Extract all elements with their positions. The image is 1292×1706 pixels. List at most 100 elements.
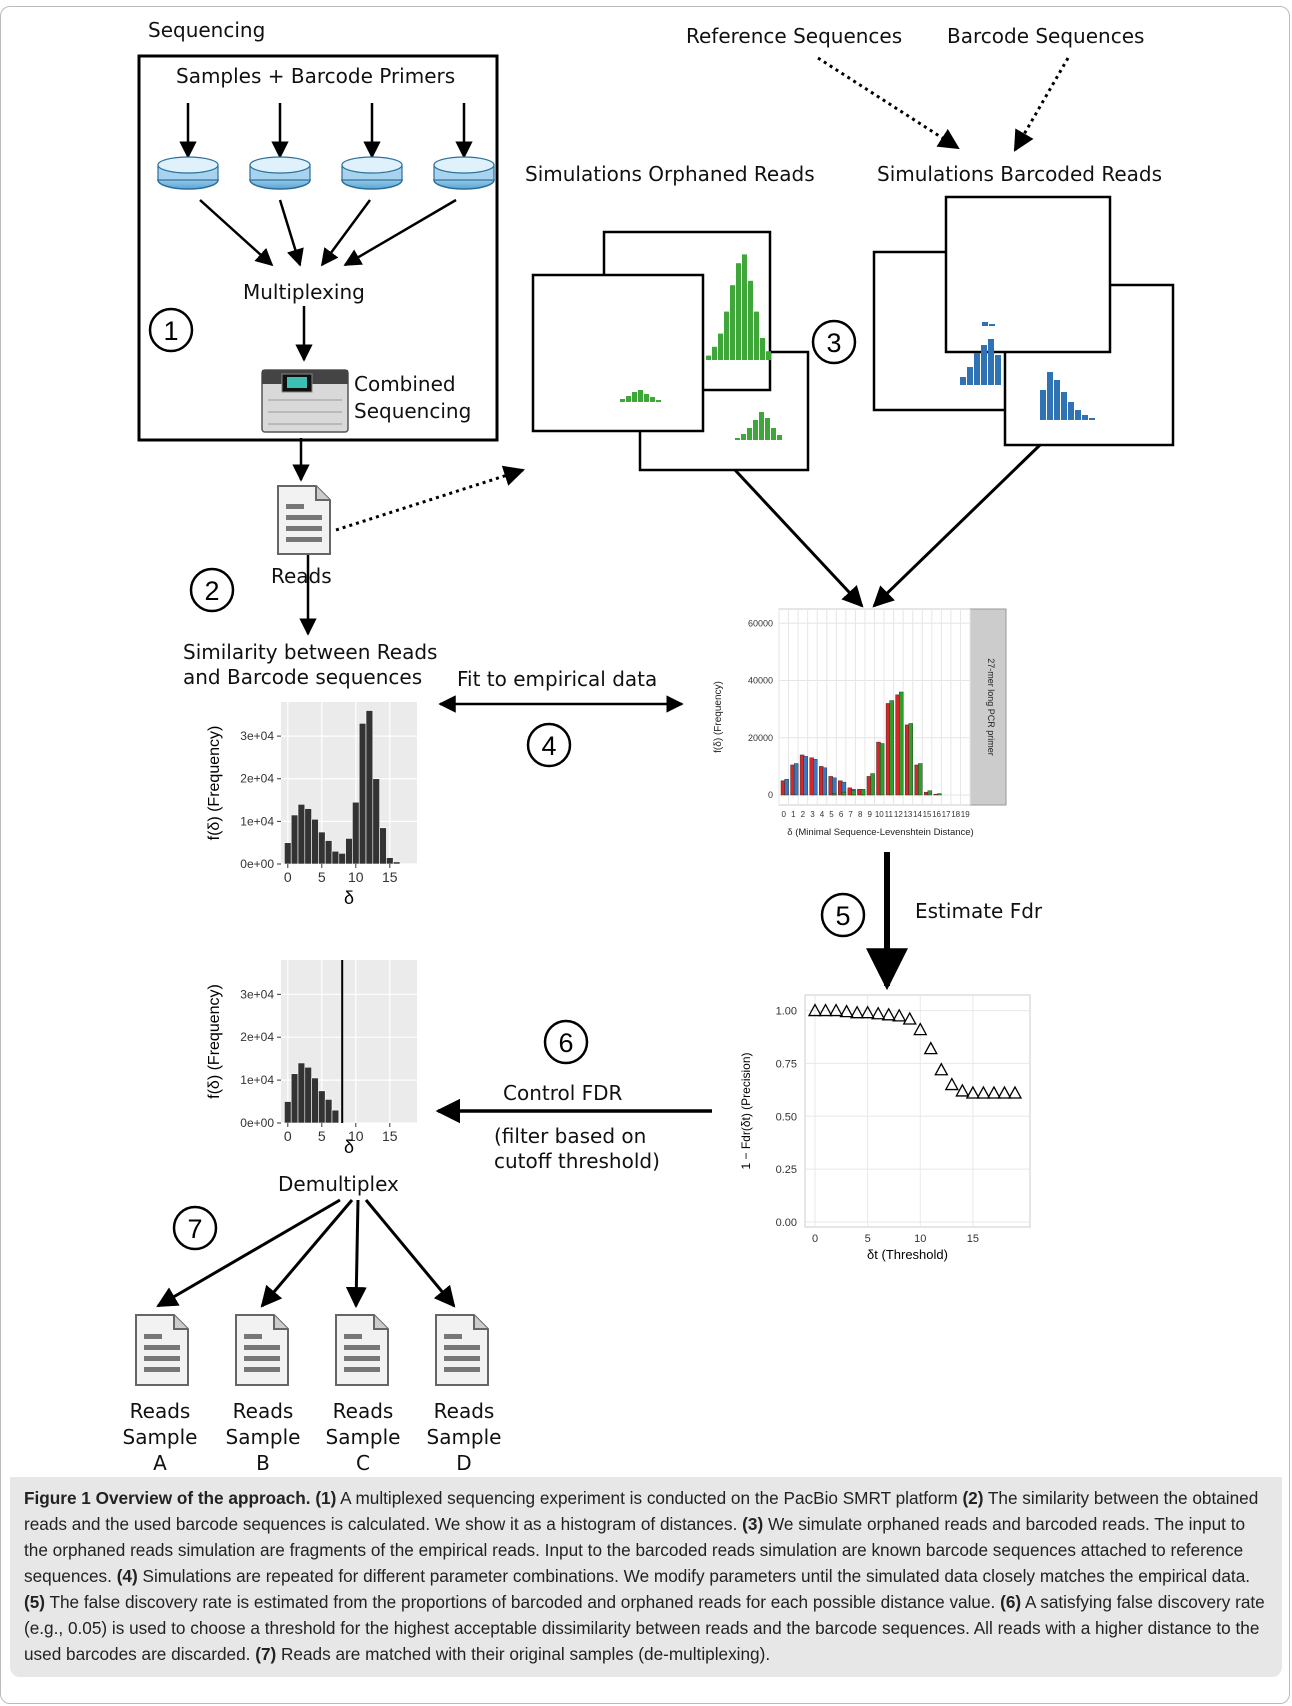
- sample-line2: Sample: [426, 1425, 502, 1449]
- precision-point: [902, 1011, 917, 1025]
- thumb-bar: [754, 311, 759, 360]
- y-axis-label: 1 − Fdr(δt) (Precision): [739, 1052, 753, 1169]
- sample-a-label: Reads Sample A: [120, 1398, 200, 1476]
- thumb-bar: [960, 377, 966, 385]
- sample-document-icon: [435, 1314, 489, 1386]
- thumb-bar: [1075, 410, 1081, 420]
- thumb-bar: [632, 392, 637, 402]
- histogram-bar: [290, 1073, 299, 1124]
- precision-point: [923, 1041, 938, 1055]
- combined-label: Combined: [354, 372, 456, 396]
- y-axis-label: f(δ) (Frequency): [206, 984, 223, 1099]
- multiplexing-label: Multiplexing: [243, 280, 365, 304]
- sample-line3: C: [356, 1451, 370, 1475]
- y-tick-label: 0: [768, 790, 773, 800]
- fit-bar: [790, 764, 795, 796]
- x-tick-label: 12: [894, 810, 903, 819]
- histogram-bar: [352, 801, 360, 865]
- x-tick-label: 0: [782, 810, 787, 819]
- sequencing-title: Sequencing: [148, 18, 266, 42]
- fit-bar: [899, 691, 904, 796]
- y-tick-label: 2e+04: [240, 772, 274, 786]
- fit-bar: [822, 767, 828, 796]
- fit-bar: [860, 789, 866, 796]
- sim-barcoded-label: Simulations Barcoded Reads: [877, 162, 1163, 186]
- caption-num: (5): [24, 1592, 46, 1612]
- fit-empirical-label: Fit to empirical data: [457, 667, 658, 691]
- thumb-bar: [967, 367, 973, 385]
- thumb-bar: [760, 338, 765, 360]
- precision-point: [986, 1085, 1002, 1099]
- filter-label-2: cutoff threshold): [494, 1149, 660, 1173]
- sample-c-label: Reads Sample C: [323, 1398, 403, 1476]
- fit-bar: [809, 757, 814, 796]
- thumb-bar: [620, 399, 625, 402]
- fit-bar: [895, 694, 900, 796]
- thumb-bar: [638, 390, 643, 402]
- caption-text: We simulate orphaned reads and barcoded …: [24, 1514, 1246, 1586]
- x-tick-label: 15: [923, 810, 932, 819]
- sample-line3: A: [153, 1451, 167, 1475]
- histogram-bar: [324, 1099, 333, 1124]
- thumb-bar: [1054, 380, 1060, 420]
- thumb-bar: [1068, 402, 1074, 420]
- sample-line2: Sample: [122, 1425, 198, 1449]
- x-tick-label: 10: [914, 1233, 926, 1245]
- precision-point: [944, 1077, 959, 1091]
- document-line: [444, 1345, 480, 1350]
- document-line: [344, 1345, 380, 1350]
- histogram-bar: [338, 853, 346, 865]
- estimate-fdr-label: Estimate Fdr: [915, 899, 1043, 923]
- fit-bar: [832, 777, 837, 796]
- x-tick-label: 6: [839, 810, 844, 819]
- caption-num: (7): [255, 1644, 277, 1664]
- x-tick-label: 1: [791, 810, 796, 819]
- fit-bar: [879, 743, 885, 796]
- x-tick-label: 13: [903, 810, 912, 819]
- document-line: [144, 1334, 162, 1339]
- fit-bar: [876, 741, 881, 796]
- fit-bar: [937, 793, 942, 796]
- x-axis-label: δ: [344, 888, 354, 908]
- histogram-bar: [365, 710, 374, 865]
- histogram-bar: [297, 804, 306, 865]
- y-tick-label: 1.00: [776, 1006, 797, 1018]
- precision-point: [871, 1006, 886, 1020]
- x-tick-label: 8: [858, 810, 863, 819]
- fit-bar: [841, 791, 847, 796]
- caption-text: A satisfying false discovery rate (e.g.,…: [24, 1592, 1265, 1664]
- x-tick-label: 4: [820, 810, 825, 819]
- precision-point: [839, 1004, 854, 1018]
- document-line: [344, 1334, 362, 1339]
- document-fold: [373, 1315, 388, 1330]
- x-axis-label: δ (Minimal Sequence-Levenshtein Distance…: [787, 827, 973, 838]
- x-tick-label: 15: [967, 1233, 979, 1245]
- fit-bar: [780, 780, 786, 796]
- fit-bar: [847, 787, 853, 796]
- thumb-bar: [765, 418, 770, 440]
- fit-bar: [870, 773, 875, 796]
- y-tick-label: 2e+04: [240, 1030, 274, 1044]
- document-line: [244, 1334, 262, 1339]
- y-tick-label: 0e+00: [240, 1116, 274, 1130]
- document-fold: [273, 1315, 288, 1330]
- x-tick-label: 14: [913, 810, 922, 819]
- x-tick-label: 10: [348, 869, 364, 885]
- reference-sequences-label: Reference Sequences: [686, 24, 903, 48]
- precision-point: [828, 1003, 844, 1017]
- sample-dishes: [157, 156, 495, 190]
- figure-frame: [0, 6, 1290, 1704]
- document-fold: [173, 1315, 188, 1330]
- x-tick-label: 2: [801, 810, 806, 819]
- sample-line1: Reads: [433, 1399, 495, 1423]
- thumb-bar: [736, 263, 741, 360]
- combined-sequencing-label: Sequencing: [354, 399, 472, 423]
- caption-text: The false discovery rate is estimated fr…: [45, 1592, 1001, 1612]
- sequencer-machine-icon: [261, 369, 349, 433]
- fit-bar: [799, 754, 805, 796]
- fit-bar: [866, 776, 872, 796]
- y-tick-label: 1e+04: [240, 1073, 274, 1087]
- fit-bar: [832, 793, 837, 796]
- fit-bar: [828, 776, 833, 796]
